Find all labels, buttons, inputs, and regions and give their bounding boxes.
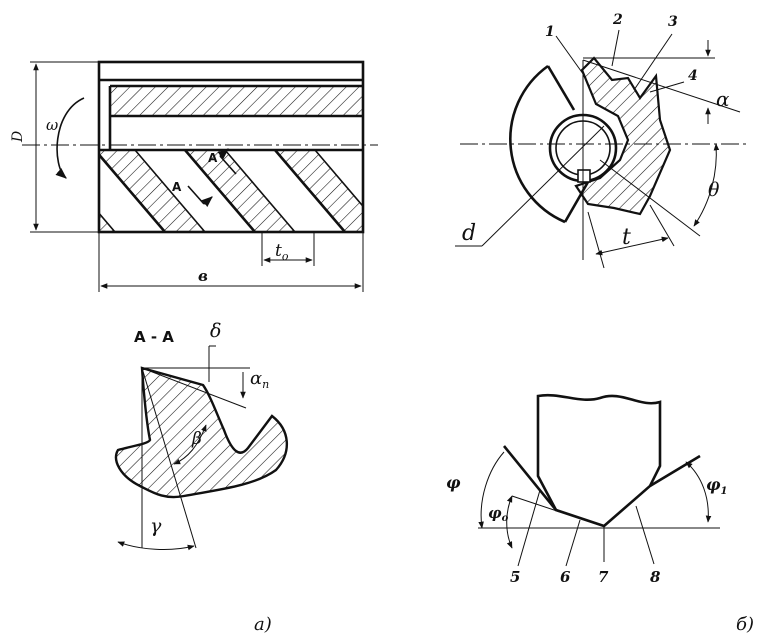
phi-1-label: φ1	[706, 475, 727, 497]
label-3: 3	[668, 14, 678, 30]
tooth-profile	[574, 56, 672, 216]
label-2: 2	[612, 12, 623, 28]
phi-label: φ	[446, 473, 461, 492]
helical-teeth	[99, 150, 363, 232]
pitch-label: to	[275, 241, 289, 263]
caption-left: а)	[254, 614, 272, 635]
beta-label: β	[191, 429, 202, 449]
clearance-angle: α	[716, 87, 730, 111]
cutter-front-view: A A D ω to в	[10, 60, 378, 292]
diameter-label: D	[10, 131, 26, 143]
caption-right: б)	[736, 614, 754, 635]
theta-angle: θ	[708, 179, 720, 201]
alpha-n-label: αn	[250, 368, 269, 391]
width-label: в	[198, 267, 208, 285]
delta-label: δ	[210, 320, 221, 342]
bore-label: d	[462, 221, 476, 246]
section-aa: A - A δ αn β γ	[114, 320, 289, 551]
section-title: A - A	[134, 328, 174, 346]
label-7: 7	[598, 568, 609, 586]
phi-o-label: φo	[488, 504, 509, 524]
section-mark-right: A	[208, 151, 218, 165]
label-8: 8	[650, 568, 661, 586]
tooth-pitch-label: t	[622, 225, 631, 250]
label-4: 4	[688, 68, 698, 84]
label-5: 5	[510, 568, 520, 586]
label-6: 6	[560, 568, 571, 586]
cutter-side-view: d 1 2 3 4 α θ t	[455, 12, 750, 269]
label-1: 1	[545, 24, 555, 40]
tool-tip-view: φ φo φ1 5 6 7 8	[446, 393, 727, 586]
gamma-label: γ	[150, 515, 162, 537]
rotation-label: ω	[46, 116, 58, 134]
section-mark-left: A	[172, 180, 182, 194]
